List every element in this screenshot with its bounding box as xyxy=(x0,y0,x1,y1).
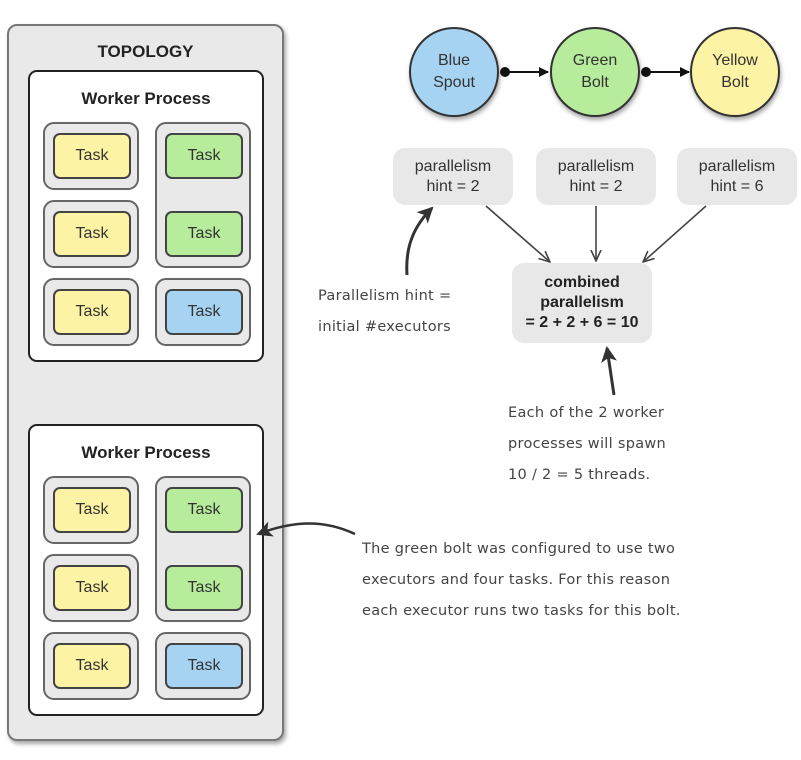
note-green-bolt: The green bolt was configured to use two… xyxy=(362,534,681,627)
topology-container: TOPOLOGY Worker Process Task Task Task T… xyxy=(7,24,284,741)
task-yellow: Task xyxy=(53,643,131,689)
task-green: Task xyxy=(165,487,243,533)
arrow-hint-note xyxy=(405,206,434,276)
node-label-line2: Bolt xyxy=(721,74,749,91)
task-blue: Task xyxy=(165,289,243,335)
worker-process-2: Worker Process Task Task Task Task Task … xyxy=(28,424,264,716)
executor-yellow-3: Task xyxy=(43,632,139,700)
topology-title: TOPOLOGY xyxy=(97,42,194,61)
combined-line3: = 2 + 2 + 6 = 10 xyxy=(525,314,639,331)
node-label-line2: Spout xyxy=(433,74,475,91)
note-line: processes will spawn xyxy=(508,436,667,452)
node-label-line1: Blue xyxy=(437,52,471,69)
note-line: Each of the 2 worker xyxy=(508,405,665,421)
note-threads: Each of the 2 worker processes will spaw… xyxy=(508,398,666,491)
combined-line2: parallelism xyxy=(540,294,624,311)
combined-parallelism: combined parallelism = 2 + 2 + 6 = 10 xyxy=(512,263,652,343)
arrow-hint3-to-combined xyxy=(643,205,707,262)
hint-line1: parallelism xyxy=(414,158,492,175)
hint-line1: parallelism xyxy=(698,158,776,175)
worker-process-title: Worker Process xyxy=(81,89,211,108)
task-yellow: Task xyxy=(53,565,131,611)
task-yellow: Task xyxy=(53,289,131,335)
hint-line1: parallelism xyxy=(557,158,635,175)
node-label-line1: Yellow xyxy=(712,52,758,69)
worker-process-title: Worker Process xyxy=(81,443,211,462)
task-green: Task xyxy=(165,133,243,179)
task-green: Task xyxy=(165,565,243,611)
hint-line2: hint = 2 xyxy=(426,178,480,195)
arrow-hint1-to-combined xyxy=(485,205,550,262)
hint-line2: hint = 2 xyxy=(569,178,623,195)
hint-line2: hint = 6 xyxy=(710,178,764,195)
node-label-line1: Green xyxy=(572,52,618,69)
arrow-green-bolt-note xyxy=(256,521,356,537)
note-line: each executor runs two tasks for this bo… xyxy=(362,603,681,619)
executor-green: Task Task xyxy=(155,122,251,268)
executor-yellow-3: Task xyxy=(43,278,139,346)
task-green: Task xyxy=(165,211,243,257)
note-line: Parallelism hint = xyxy=(318,288,452,304)
arrow-threads-note xyxy=(601,346,617,396)
task-blue: Task xyxy=(165,643,243,689)
hint-blue-spout: parallelism hint = 2 xyxy=(393,148,513,205)
executor-yellow-2: Task xyxy=(43,554,139,622)
node-label-line2: Bolt xyxy=(581,74,609,91)
task-yellow: Task xyxy=(53,487,131,533)
executor-green: Task Task xyxy=(155,476,251,622)
executor-yellow-1: Task xyxy=(43,122,139,190)
note-line: 10 / 2 = 5 threads. xyxy=(508,467,651,483)
executor-yellow-2: Task xyxy=(43,200,139,268)
executor-blue: Task xyxy=(155,632,251,700)
hint-yellow-bolt: parallelism hint = 6 xyxy=(677,148,797,205)
executor-blue: Task xyxy=(155,278,251,346)
worker-process-1: Worker Process Task Task Task Task Task … xyxy=(28,70,264,362)
note-line: The green bolt was configured to use two xyxy=(362,541,676,557)
note-line: initial #executors xyxy=(318,319,451,335)
executor-yellow-1: Task xyxy=(43,476,139,544)
note-line: executors and four tasks. For this reaso… xyxy=(362,572,671,588)
task-yellow: Task xyxy=(53,211,131,257)
task-yellow: Task xyxy=(53,133,131,179)
combined-line1: combined xyxy=(544,274,620,291)
hint-green-bolt: parallelism hint = 2 xyxy=(536,148,656,205)
note-parallelism-hint: Parallelism hint = initial #executors xyxy=(318,281,451,343)
